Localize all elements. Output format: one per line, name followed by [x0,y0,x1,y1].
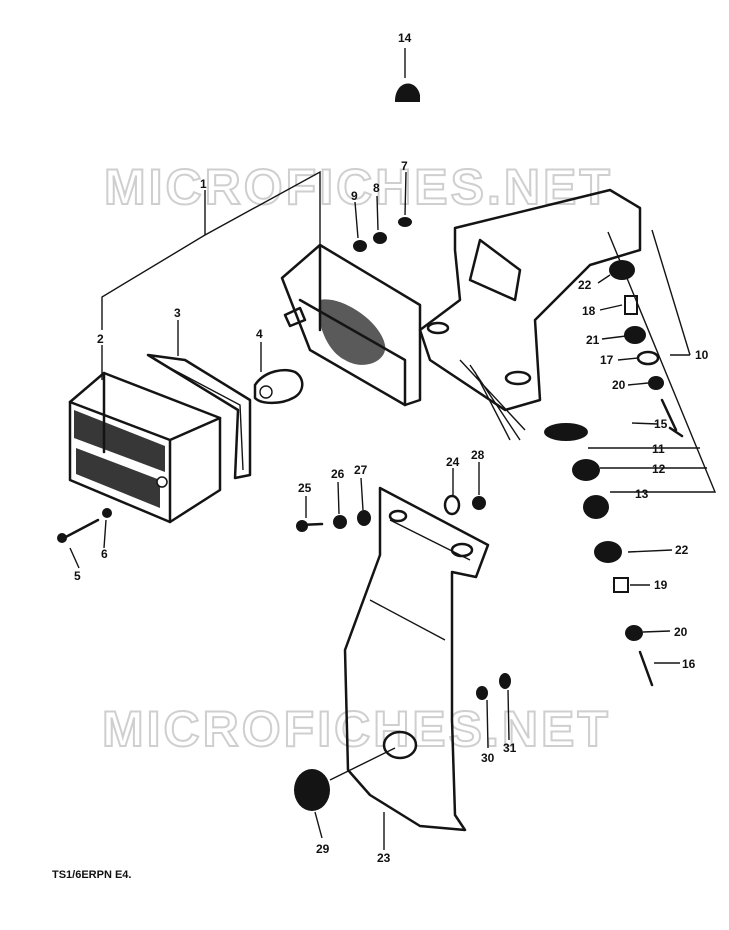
reflector-29-leader [329,747,396,781]
bolt-15 [660,398,684,438]
lens-gasket [146,353,252,480]
label-30: 30 [481,751,495,765]
label-29: 29 [316,842,330,856]
label-7: 7 [401,159,408,173]
leader-lines [69,48,717,850]
label-16: 16 [682,657,696,671]
bolt-16 [638,650,654,687]
label-17: 17 [600,353,614,367]
label-31: 31 [503,741,517,755]
reflector-29 [294,769,330,811]
label-1: 1 [200,177,207,191]
washer-17 [636,350,660,366]
nut-8 [373,232,387,244]
washer-26 [333,515,347,529]
nut-20-bottom [625,625,643,641]
washer-24 [443,494,461,516]
grommet-22-top [609,260,635,280]
label-9: 9 [351,189,358,203]
nut-31 [499,673,511,689]
label-26: 26 [331,467,345,481]
grommet-21 [624,326,646,344]
cushion-12 [572,459,600,481]
nut-27 [357,510,371,526]
label-24: 24 [446,455,460,469]
collar-19 [613,577,629,593]
diagram-code: TS1/6ERPN E4. [52,869,131,881]
nut-14 [395,83,420,102]
label-11: 11 [652,442,665,456]
bolt-5 [57,518,100,543]
nut-28 [472,496,486,510]
mounting-bracket [418,188,642,441]
watermark-top: MICROFICHES.NET [104,159,613,215]
nut-7 [398,217,412,227]
nut-20-top [648,376,664,390]
bulb [253,368,304,405]
label-18: 18 [582,304,596,318]
label-19: 19 [654,578,668,592]
grommet-22-bottom [594,541,622,563]
label-3: 3 [174,306,181,320]
label-6: 6 [101,547,108,561]
label-10: 10 [695,348,709,362]
washer-30 [476,686,488,700]
label-23: 23 [377,851,391,865]
label-15: 15 [654,417,668,431]
label-14: 14 [398,31,412,45]
label-20-top: 20 [612,378,626,392]
plate-11 [544,423,588,441]
label-22-bottom: 22 [675,543,689,557]
label-22-top: 22 [578,278,592,292]
label-28: 28 [471,448,485,462]
label-13: 13 [635,487,649,501]
washer-6 [102,508,112,518]
label-27: 27 [354,463,368,477]
bolt-25-head [296,520,308,532]
label-4: 4 [256,327,263,341]
washer-9 [353,240,367,252]
label-25: 25 [298,481,312,495]
label-20-bottom: 20 [674,625,688,639]
tail-lamp-lens [68,371,222,524]
license-plate-bracket [343,486,490,832]
label-21: 21 [586,333,600,347]
collar-18 [624,295,638,315]
watermark-bottom: MICROFICHES.NET [102,701,611,757]
label-8: 8 [373,181,380,195]
cushion-13 [583,495,609,519]
label-2: 2 [97,332,104,346]
label-12: 12 [652,462,666,476]
label-5: 5 [74,569,81,583]
